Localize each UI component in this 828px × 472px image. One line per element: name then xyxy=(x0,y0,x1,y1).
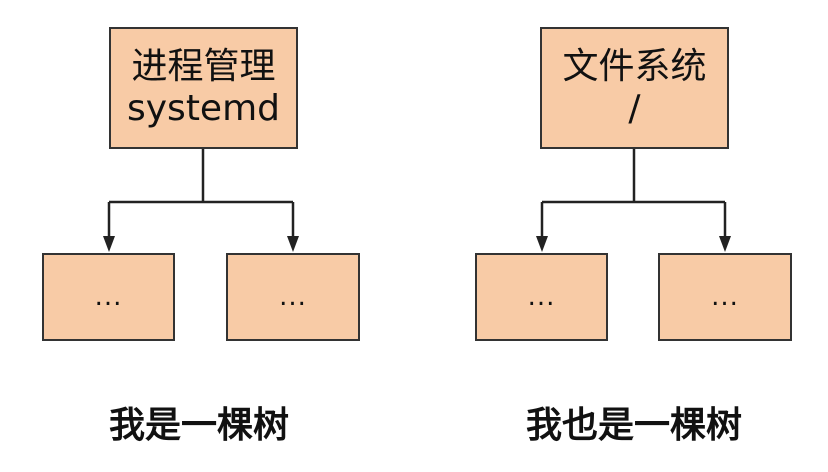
child-node: ... xyxy=(658,253,792,341)
left-tree-caption: 我是一棵树 xyxy=(109,405,290,446)
root-node-process-management: 进程管理 systemd xyxy=(109,27,298,149)
right-tree-caption: 我也是一棵树 xyxy=(526,405,743,446)
root-node-subtitle: / xyxy=(628,88,641,129)
right-arrowhead-2 xyxy=(719,236,731,252)
child-node-label: ... xyxy=(94,281,123,312)
child-node: ... xyxy=(475,253,608,341)
root-node-subtitle: systemd xyxy=(127,88,280,129)
root-node-title: 进程管理 xyxy=(131,45,276,87)
root-node-title: 文件系统 xyxy=(562,45,707,87)
child-node: ... xyxy=(226,253,360,341)
child-node-label: ... xyxy=(279,281,307,312)
right-arrowhead-1 xyxy=(536,236,548,252)
left-tree-connectors xyxy=(103,149,299,252)
left-arrowhead-1 xyxy=(103,236,115,252)
right-tree-connectors xyxy=(536,149,731,252)
child-node: ... xyxy=(42,253,175,341)
root-node-file-system: 文件系统 / xyxy=(540,27,729,149)
child-node-label: ... xyxy=(527,281,556,312)
left-arrowhead-2 xyxy=(287,236,299,252)
child-node-label: ... xyxy=(711,281,739,312)
